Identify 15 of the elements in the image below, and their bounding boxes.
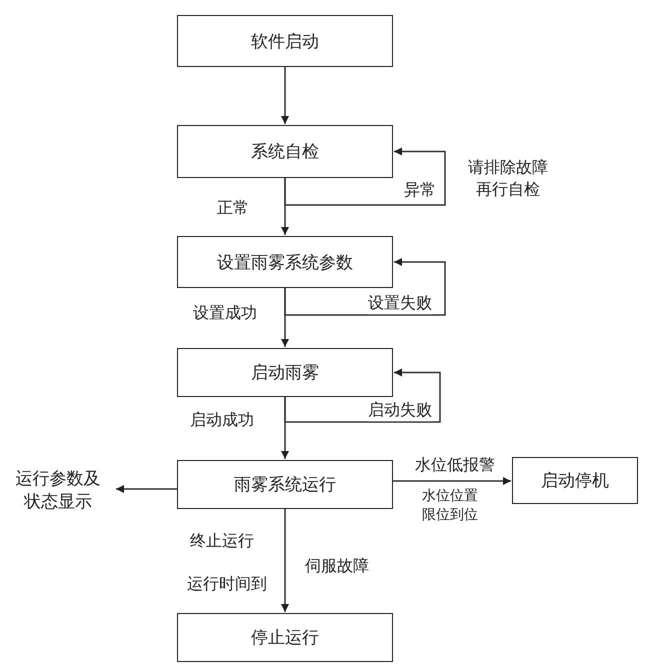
arrow — [284, 258, 446, 316]
process-box: 系统自检 — [177, 125, 393, 178]
arrow — [284, 148, 446, 206]
arrow — [281, 67, 289, 124]
arrow — [281, 509, 289, 612]
process-box: 设置雨雾系统参数 — [177, 236, 393, 288]
process-box: 启动停机 — [512, 457, 638, 504]
output-text: 运行参数及状态显示 — [8, 462, 108, 518]
arrow — [116, 485, 177, 493]
process-box: 停止运行 — [177, 613, 393, 662]
arrow — [284, 368, 441, 423]
process-box: 软件启动 — [177, 15, 393, 67]
process-box: 雨雾系统运行 — [177, 460, 393, 509]
process-box: 启动雨雾 — [177, 348, 393, 397]
arrow — [393, 477, 511, 485]
